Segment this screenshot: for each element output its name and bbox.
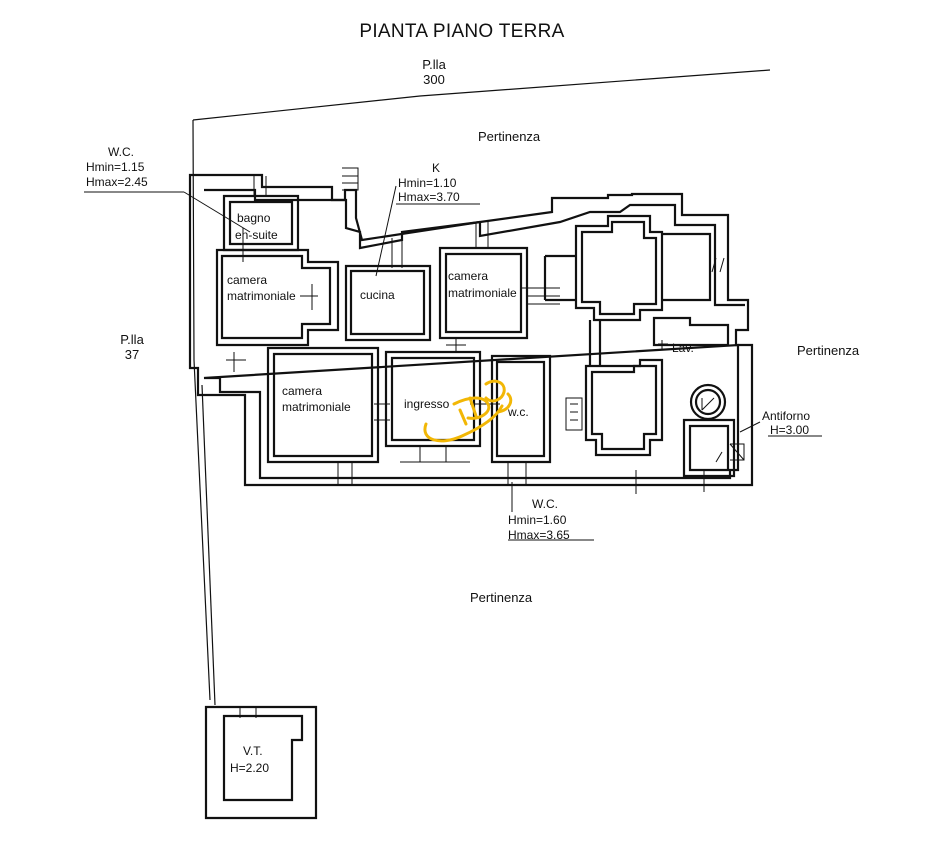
door-and-detail-lines — [84, 167, 822, 541]
room-ingresso: ingresso — [404, 397, 450, 411]
vt-label: V.T. — [243, 744, 263, 758]
room-camera1-line2: matrimoniale — [227, 289, 296, 303]
parcel-37-number: 37 — [124, 347, 140, 362]
pertinenza-right-label: Pertinenza — [797, 343, 860, 358]
vt-height: H=2.20 — [230, 761, 270, 775]
property-boundary — [192, 69, 771, 706]
wc-top-label: W.C. — [108, 145, 134, 159]
antiforno-height: H=3.00 — [770, 423, 810, 437]
room-bagno-line1: bagno — [237, 211, 271, 225]
room-bagno-line2: en-suite — [235, 228, 278, 242]
stylized-signature-logo — [423, 379, 513, 443]
kitchen-k-label: K — [432, 161, 441, 175]
room-camera2-line1: camera — [448, 269, 489, 283]
wc-top-hmax: Hmax=2.45 — [86, 175, 148, 189]
pertinenza-top-label: Pertinenza — [478, 129, 541, 144]
page-title: PIANTA PIANO TERRA — [359, 21, 565, 42]
room-camera3-line2: matrimoniale — [282, 400, 351, 414]
wc-bottom-hmin: Hmin=1.60 — [508, 513, 567, 527]
pertinenza-bottom-label: Pertinenza — [470, 590, 533, 605]
vt-outbuilding — [204, 705, 318, 820]
antiforno-label: Antiforno — [762, 409, 811, 423]
room-wc-inner: w.c. — [508, 405, 529, 419]
wc-bottom-hmax: Hmax=3.65 — [508, 528, 570, 542]
room-cucina: cucina — [360, 288, 395, 302]
parcel-37-label: P.lla — [120, 332, 144, 347]
wc-top-hmin: Hmin=1.15 — [86, 160, 145, 174]
room-camera3-line1: camera — [282, 384, 323, 398]
parcel-300-number: 300 — [423, 72, 445, 87]
room-camera2-line2: matrimoniale — [448, 286, 517, 300]
parcel-300-label: P.lla — [422, 57, 446, 72]
room-camera1-line1: camera — [227, 273, 268, 287]
kitchen-hmax: Hmax=3.70 — [398, 190, 460, 204]
room-lav: Lav. — [672, 341, 694, 355]
wc-bottom-label: W.C. — [532, 497, 558, 511]
kitchen-hmin: Hmin=1.10 — [398, 176, 457, 190]
